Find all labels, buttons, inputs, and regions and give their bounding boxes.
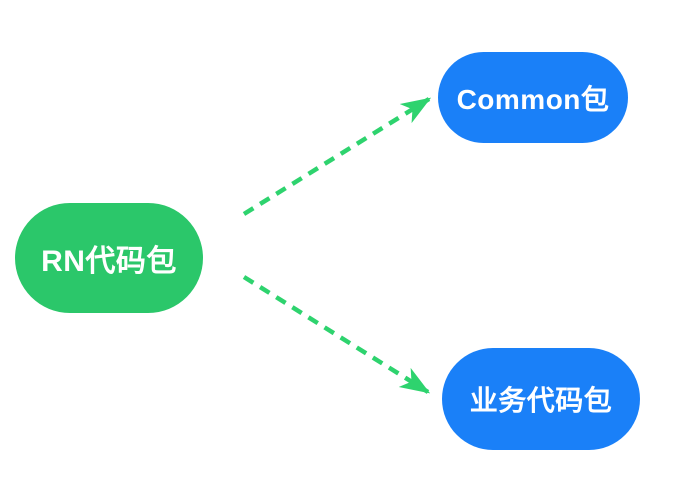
node-rn-package-label: RN代码包 xyxy=(41,245,177,278)
edge-source-to-business xyxy=(242,275,431,394)
edge-source-to-common xyxy=(242,97,432,216)
node-rn-package[interactable]: RN代码包 xyxy=(15,203,203,313)
node-business-package[interactable]: 业务代码包 xyxy=(442,348,640,450)
node-common-package-label: Common包 xyxy=(456,83,610,115)
node-business-package-label: 业务代码包 xyxy=(469,385,613,416)
node-common-package[interactable]: Common包 xyxy=(438,52,628,143)
